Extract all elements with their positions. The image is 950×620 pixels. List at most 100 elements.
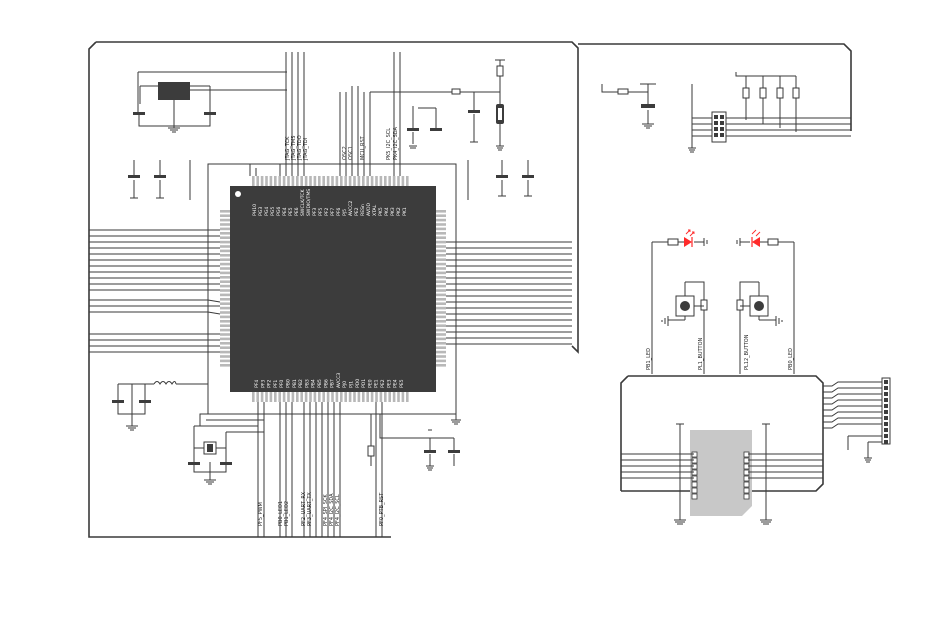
module-pins-left <box>691 451 698 500</box>
net-label-pf2-uart-rx: PF2_UART_RX <box>301 491 307 526</box>
mcu-pin <box>269 392 273 402</box>
mcu-pin-label: PG5 <box>270 207 276 216</box>
right-board-outline <box>578 43 852 131</box>
mcu-pin <box>436 276 446 279</box>
bottom-caps <box>367 414 461 471</box>
mcu-pin <box>220 333 230 336</box>
mcu-pin <box>436 359 446 363</box>
mcu-pin <box>304 392 308 402</box>
bus-line <box>199 413 258 426</box>
mcu-pin-label: PE0 <box>367 379 373 388</box>
mcu-pin <box>220 245 230 248</box>
mcu-pin <box>379 176 383 186</box>
mcu-pin-label: PF3 <box>312 208 318 216</box>
module-pin <box>691 493 698 500</box>
mcu-pin <box>436 320 446 323</box>
mcu-pin <box>287 392 290 402</box>
mcu-pin <box>313 392 317 402</box>
mcu-pin <box>326 392 330 402</box>
net-label-osc2: OSC2 <box>342 146 348 160</box>
net-label-pl1-button: PL1_BUTTON <box>698 337 704 370</box>
mcu-pin-label: PK5 <box>378 207 384 216</box>
net-label-pf3-uart-tx: PF3_UART_TX <box>307 492 313 526</box>
mcu-pin <box>436 271 446 275</box>
mcu-pin-label: PB1 <box>292 379 298 388</box>
mcu-pin-label: SWCLK/TCK <box>300 188 306 216</box>
mcu-pin-label: PJ0 <box>342 381 348 388</box>
net-label-pb1-led: PB1_LED <box>646 348 652 370</box>
mcu-pin-label: PE4 <box>282 207 288 216</box>
mcu-pin-label: PE3 <box>386 379 392 388</box>
mcu-pin-label: PF6 <box>336 208 342 216</box>
mcu-pin <box>220 280 230 283</box>
mcu-pin <box>406 392 409 402</box>
mcu-pin-label: PE1 <box>374 379 380 388</box>
mcu-pin-label: PK3 <box>390 207 396 216</box>
mcu-pin <box>392 176 396 186</box>
mcu-pin <box>282 392 286 402</box>
decoupling-caps-right <box>467 160 534 200</box>
mcu-pin <box>220 328 230 332</box>
mcu-pin <box>220 210 230 213</box>
net-label-pk5-i2c-scl: PK5_I2C_SCL <box>386 128 392 160</box>
mcu-pin <box>278 176 281 186</box>
mcu-pin <box>401 392 405 402</box>
mcu-pin-label: PE6 <box>294 207 300 216</box>
mcu-pin-label: AVCC3 <box>336 373 342 388</box>
mcu-pin <box>260 392 264 402</box>
module-pins-right <box>743 451 750 500</box>
top-bus-lines <box>249 52 401 176</box>
mcu-pin <box>300 392 303 402</box>
mcu-pin <box>436 293 446 297</box>
mcu-pin <box>388 176 391 186</box>
header-pin <box>884 440 888 444</box>
top-right-filter <box>601 83 656 129</box>
net-label-pf4-i2c-sda: PF4_I2C_SDA <box>329 493 335 526</box>
mcu-pin-label: PF2 <box>267 380 273 388</box>
mcu-pin <box>436 289 446 292</box>
mcu-pin <box>220 364 230 367</box>
mcu-pin <box>348 392 352 402</box>
inductor-filter <box>112 381 208 431</box>
mcu-pins-top <box>252 176 409 186</box>
mcu-pin <box>220 227 230 231</box>
mcu-pin <box>269 176 273 186</box>
mcu-pin <box>397 392 400 402</box>
header-connector-top <box>714 115 724 137</box>
mcu-pin <box>291 176 295 186</box>
header-pin <box>884 404 888 408</box>
mcu-pin <box>300 176 303 186</box>
header-pin <box>714 121 718 125</box>
mcu-pin <box>436 258 446 261</box>
net-label-pf0-ptb-rst: PF0_PTB_RST <box>379 492 385 526</box>
regulator-ic <box>158 82 190 100</box>
mcu-pin <box>436 328 446 332</box>
mcu-pin-label: PB3 <box>304 379 310 388</box>
mcu-pin <box>220 254 230 257</box>
mcu-pin-label: PJ5 <box>342 209 348 216</box>
mcu-pin <box>326 176 330 186</box>
mcu-pin-label: PK1 <box>402 207 408 216</box>
mcu-pin <box>335 176 339 186</box>
mcu-pin <box>436 311 446 314</box>
module-pin <box>691 487 698 494</box>
mcu-pin <box>220 284 230 288</box>
mcu-pin <box>220 249 230 253</box>
mcu-pin <box>282 176 286 186</box>
led-left-icon <box>684 237 692 247</box>
header-pin <box>884 398 888 402</box>
header-pin <box>884 416 888 420</box>
mcu-pin <box>357 176 361 186</box>
header-pin <box>884 434 888 438</box>
mcu-pin <box>344 176 347 186</box>
led-button-section <box>651 229 795 374</box>
mcu-pin-label: PE5 <box>399 379 405 388</box>
mcu-pin <box>436 218 446 222</box>
mcu-pin <box>436 223 446 226</box>
mcu-pin <box>220 337 230 341</box>
mcu-pin-label: PB2 <box>298 379 304 388</box>
bottom-bus-lines <box>199 402 383 537</box>
mcu-pin-label: PF2 <box>324 208 330 216</box>
mcu-pin <box>220 262 230 266</box>
